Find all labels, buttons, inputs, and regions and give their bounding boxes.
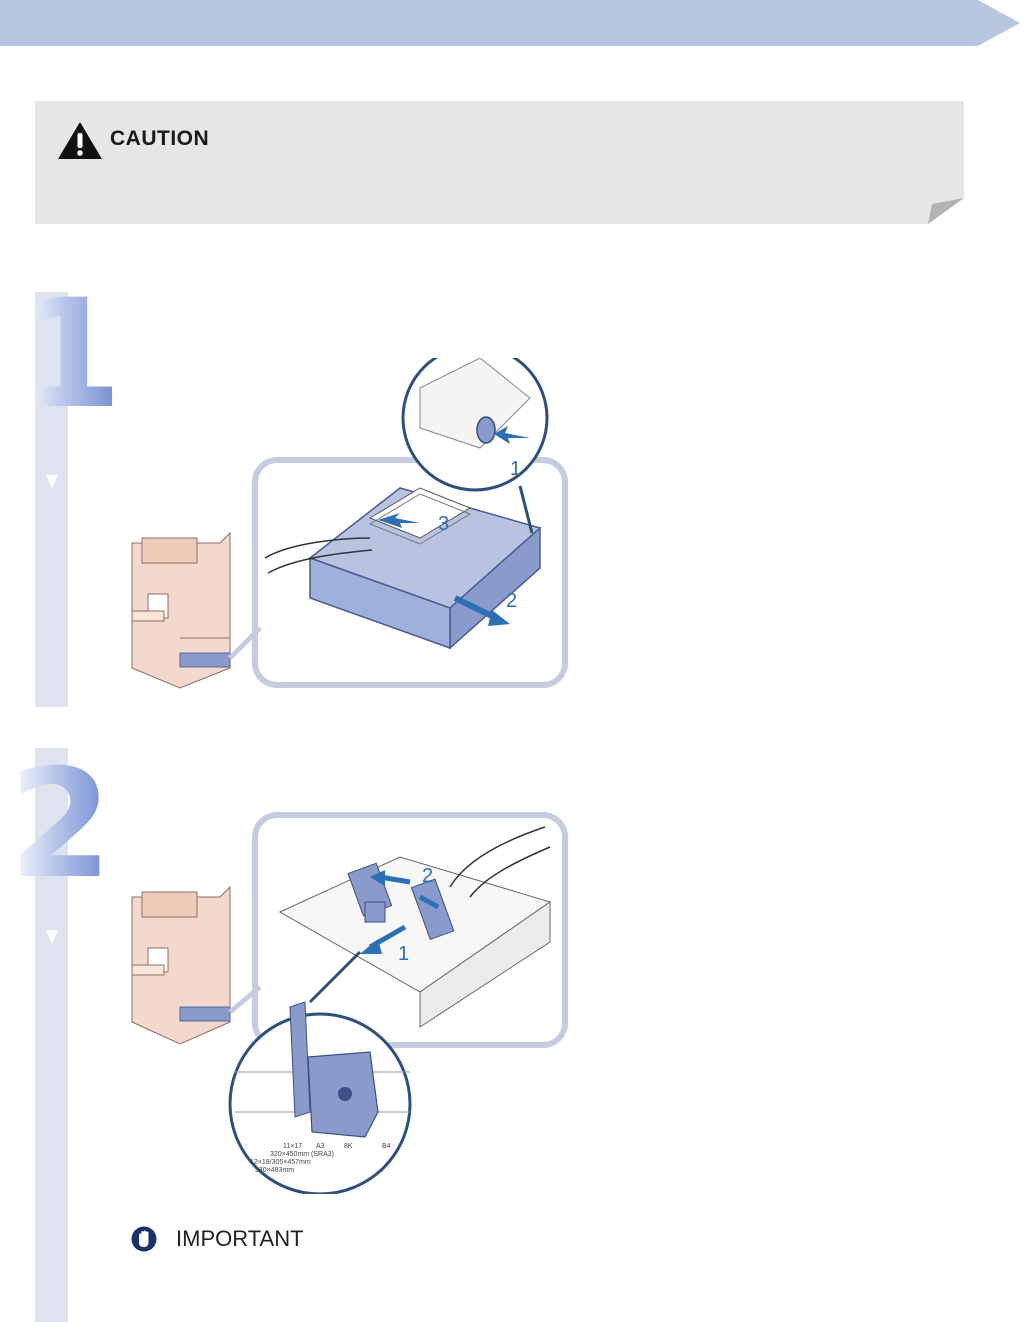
- header-band: [0, 0, 1024, 46]
- step-1-arrow: [46, 475, 58, 489]
- callout-3: 3: [438, 513, 449, 535]
- warning-triangle-icon: [57, 120, 103, 160]
- callout-2: 2: [422, 865, 433, 887]
- scale-label: 8K: [344, 1143, 353, 1150]
- scale-label: 330×483mm: [255, 1167, 294, 1174]
- scale-label: 320×450mm (SRA3): [270, 1151, 334, 1158]
- important-label: IMPORTANT: [176, 1226, 304, 1252]
- step-2-number: 2: [8, 750, 112, 900]
- callout-2: 2: [506, 590, 517, 612]
- callout-1: 1: [510, 458, 521, 480]
- step-1-number: 1: [18, 280, 122, 430]
- step-2-illustration: 2 1 11×17 A3 8K B4 320×450mm (SRA3) 12×1…: [120, 812, 570, 1194]
- page-fold-corner: [928, 198, 964, 224]
- scale-label: 11×17: [283, 1143, 302, 1150]
- scale-label: 12×18/305×457mm: [250, 1159, 311, 1166]
- step-1-illustration: 1 2 3: [120, 358, 570, 693]
- printer-thumbnail: [132, 887, 230, 1044]
- printer-thumbnail: [132, 533, 230, 688]
- hand-stop-icon: [131, 1226, 157, 1252]
- step-2-arrow: [46, 930, 58, 944]
- callout-1: 1: [398, 943, 409, 965]
- scale-label: B4: [382, 1143, 391, 1150]
- caution-title: CAUTION: [110, 127, 209, 151]
- scale-label: A3: [316, 1143, 325, 1150]
- caution-box: CAUTION: [35, 101, 964, 224]
